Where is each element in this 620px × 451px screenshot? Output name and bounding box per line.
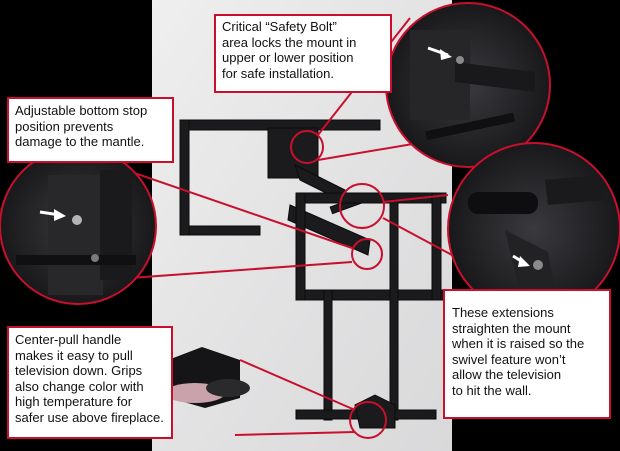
arrow-icon [427, 46, 452, 60]
leader-ext-bottom [382, 217, 453, 256]
zoom-bottom-stop [0, 147, 157, 305]
highlight-circles [290, 130, 387, 439]
safety-bolt-callout: Critical “Safety Bolt” area locks the mo… [214, 14, 392, 93]
zoom-extensions [447, 142, 620, 316]
leader-ext-top [382, 194, 449, 203]
highlight-extension [339, 183, 385, 229]
tv-frame-left-post [295, 192, 306, 301]
leader-handle-bottom [234, 431, 356, 436]
extensions-callout: These extensions straighten the mount wh… [443, 289, 611, 419]
tv-frame-bottom-rail [295, 289, 447, 301]
bottom-stop-callout: Adjustable bottom stop position prevents… [7, 97, 174, 163]
leader-handle-top [239, 359, 356, 411]
highlight-handle [349, 401, 387, 439]
highlight-safety-bolt [290, 130, 324, 164]
wall-bracket-bottom-rail [179, 225, 261, 236]
arrow-icon [39, 209, 66, 221]
vertical-leg-right [389, 199, 399, 421]
leader-bottom-stop-top [119, 167, 353, 249]
leader-bottom-stop-bottom [129, 261, 353, 279]
handle-product-inset [165, 347, 250, 408]
zoom-safety-bolt [385, 2, 551, 168]
vertical-leg-left [323, 289, 333, 421]
arrow-icon [512, 254, 530, 267]
highlight-bottom-stop [351, 238, 383, 270]
swing-arm-lower [287, 204, 371, 256]
wall-bracket-left-post [179, 119, 190, 236]
center-handle-callout: Center-pull handle makes it easy to pull… [7, 326, 173, 439]
